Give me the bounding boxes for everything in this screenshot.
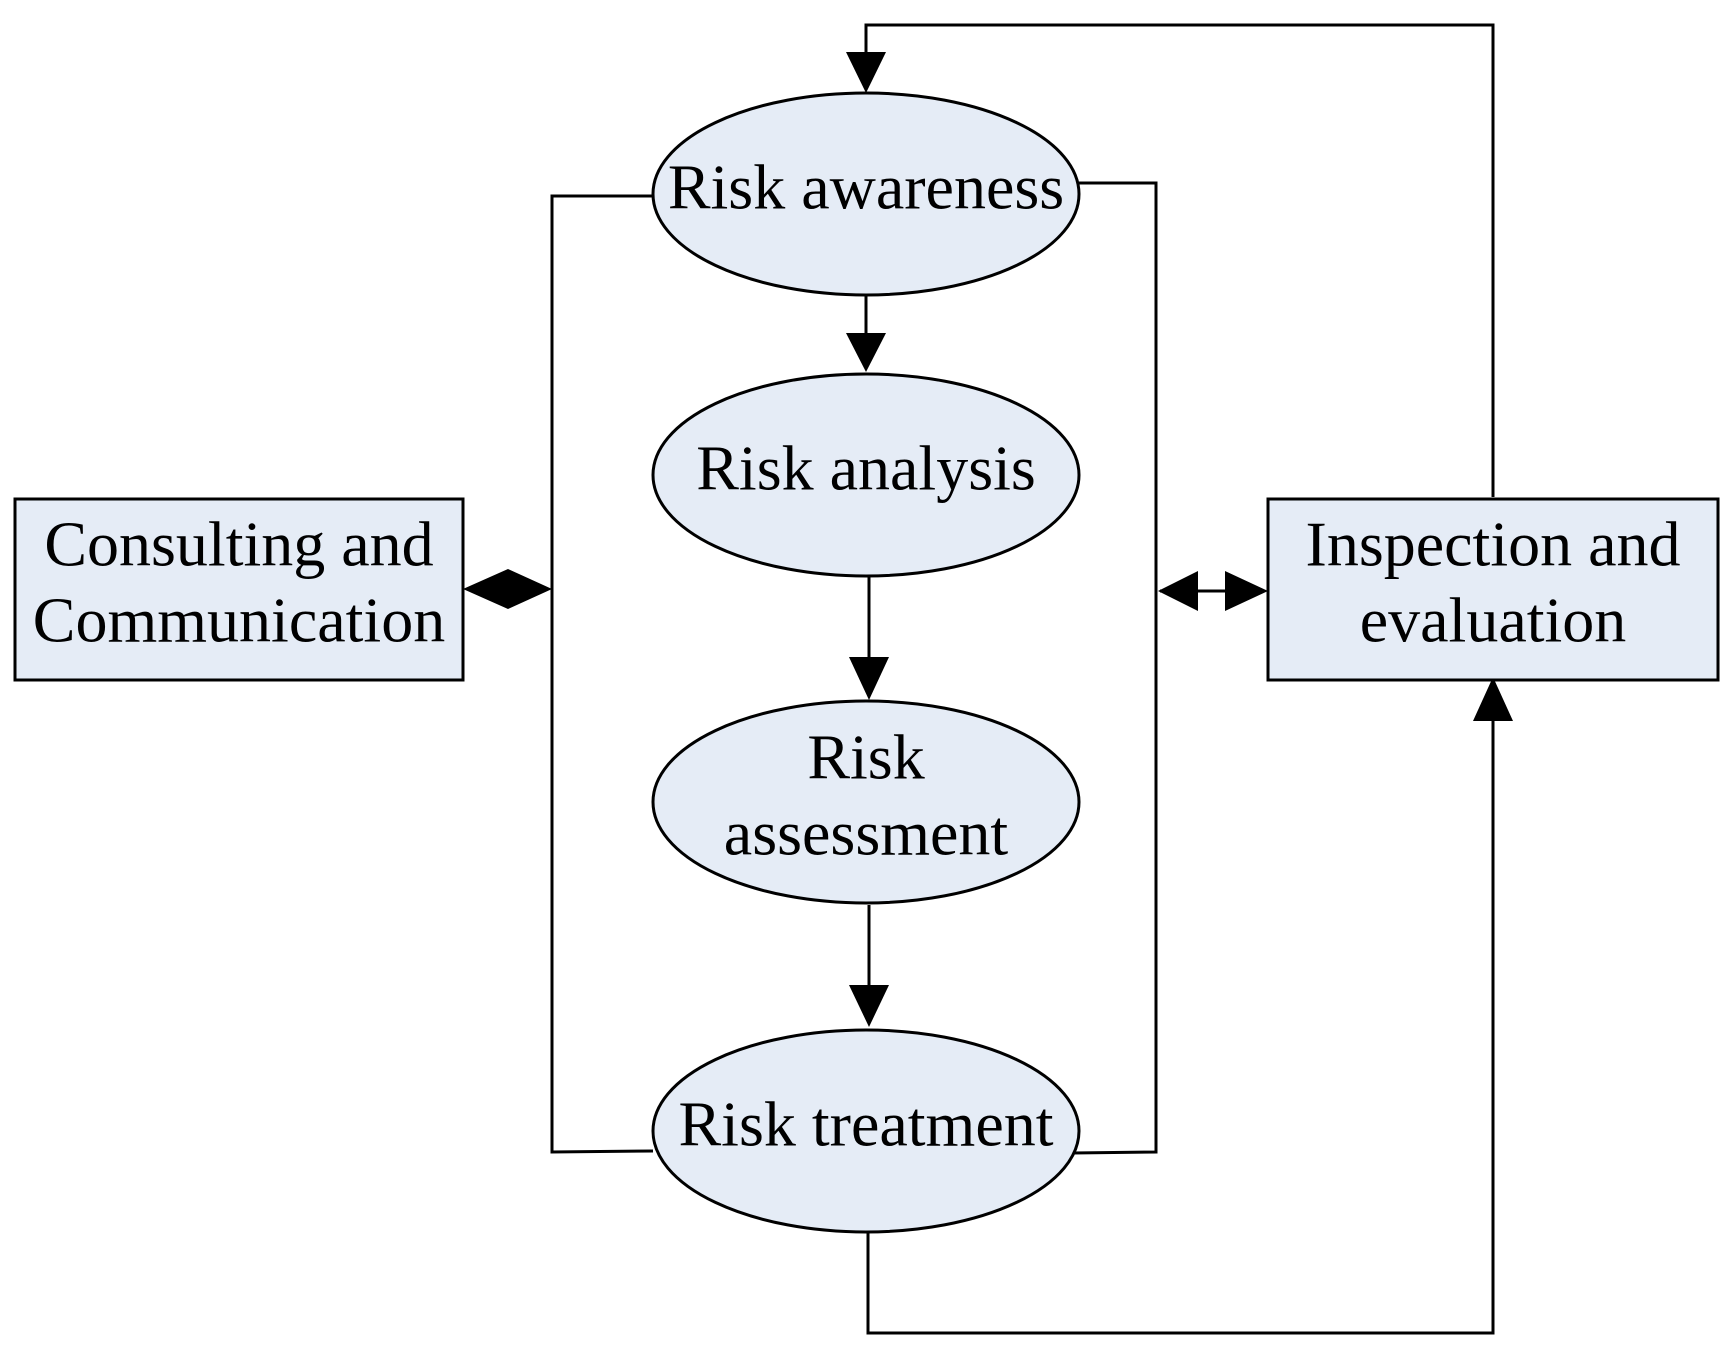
node-consulting-label-line1: Consulting and <box>44 509 433 580</box>
arrow-assessment-to-treatment-head <box>849 985 889 1027</box>
node-inspection-label-line2: evaluation <box>1360 585 1627 656</box>
feedback-connector-bottom <box>866 705 1495 1335</box>
feedback-connector-top <box>864 23 1495 497</box>
node-risk-analysis-label: Risk analysis <box>696 433 1036 504</box>
node-risk-assessment: Risk assessment <box>651 699 1081 905</box>
node-risk-assessment-label-line2: assessment <box>724 798 1009 869</box>
node-consulting-label-line2: Communication <box>33 585 445 656</box>
arrow-analysis-to-assessment-head <box>849 657 889 700</box>
arrow-consulting-bracket-right-head <box>508 569 552 609</box>
arrow-consulting-bracket-left-head <box>463 569 508 609</box>
arrow-bracket-inspection-right-head <box>1225 571 1268 611</box>
node-risk-assessment-label-line1: Risk <box>807 722 924 793</box>
arrow-bracket-inspection-left-head <box>1158 571 1198 611</box>
arrow-awareness-to-analysis-head <box>846 333 886 372</box>
node-inspection-evaluation: Inspection and evaluation <box>1266 497 1720 682</box>
node-risk-awareness-label: Risk awareness <box>668 152 1064 223</box>
node-inspection-label-line1: Inspection and <box>1306 509 1681 580</box>
node-consulting-communication: Consulting and Communication <box>13 497 465 682</box>
arrow-into-inspection-head <box>1473 677 1513 721</box>
left-bracket-line <box>550 194 654 1154</box>
node-risk-analysis: Risk analysis <box>651 372 1081 578</box>
arrow-into-risk-awareness-head <box>846 52 886 93</box>
right-bracket-line <box>1072 181 1158 1155</box>
node-risk-treatment: Risk treatment <box>651 1028 1081 1234</box>
node-risk-treatment-label: Risk treatment <box>678 1089 1053 1160</box>
node-risk-awareness: Risk awareness <box>651 91 1081 297</box>
